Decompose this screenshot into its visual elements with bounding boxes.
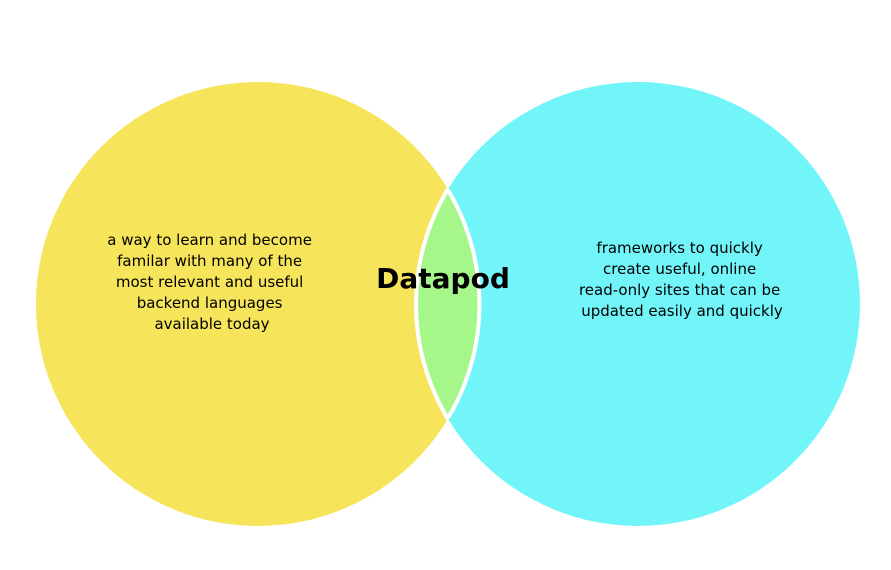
center-label: Datapod bbox=[376, 262, 510, 295]
left-circle-outline-group bbox=[446, 188, 482, 420]
left-description-line: familar with many of the bbox=[117, 252, 302, 270]
left-description-line: most relevant and useful bbox=[116, 273, 303, 291]
right-circle-outline bbox=[414, 82, 480, 526]
left-description-line: backend languages bbox=[137, 294, 283, 312]
right-description-line: create useful, online bbox=[603, 260, 756, 278]
left-description: a way to learn and become familar with m… bbox=[107, 231, 316, 333]
left-description-line: a way to learn and become bbox=[107, 231, 312, 249]
right-description-line: frameworks to quickly bbox=[596, 239, 762, 257]
right-description: frameworks to quickly create useful, onl… bbox=[579, 239, 785, 320]
right-circle bbox=[416, 82, 860, 526]
right-description-line: read-only sites that can be bbox=[579, 281, 780, 299]
left-circle bbox=[36, 82, 480, 526]
right-description-line: updated easily and quickly bbox=[581, 302, 783, 320]
left-circle-outline bbox=[446, 188, 482, 420]
left-description-line: available today bbox=[154, 315, 269, 333]
